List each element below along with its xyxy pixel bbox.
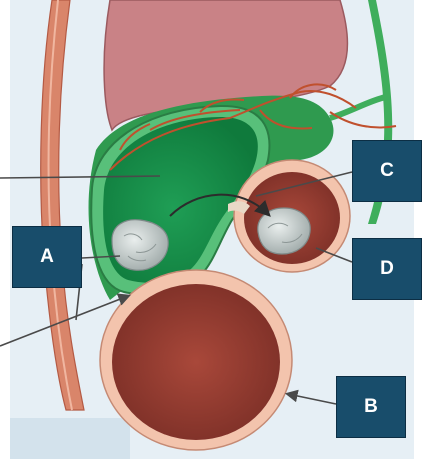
label-c-text: C	[380, 160, 394, 182]
label-box-b: B	[336, 376, 406, 438]
label-box-d: D	[352, 238, 422, 300]
label-box-c: C	[352, 140, 422, 202]
gallstone-icon	[112, 220, 168, 271]
bowel-loop-large	[100, 270, 292, 450]
label-a-text: A	[40, 246, 54, 268]
label-box-a: A	[12, 226, 82, 288]
gallstone-icon	[258, 208, 310, 254]
label-d-text: D	[380, 258, 394, 280]
label-b-text: B	[364, 396, 378, 418]
background-corner	[10, 418, 130, 459]
